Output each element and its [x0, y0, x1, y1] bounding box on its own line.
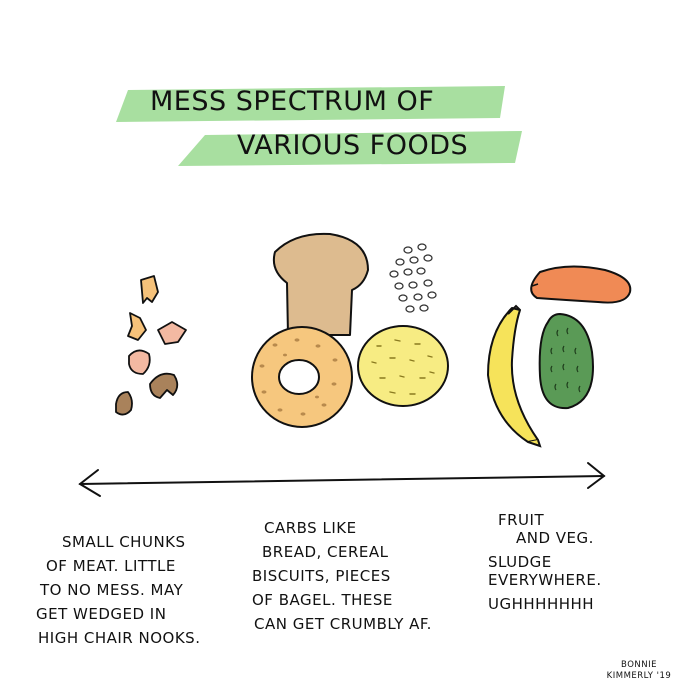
- carrot-mark: [531, 283, 539, 287]
- note-carbs: CARBS LIKE BREAD, CEREAL BISCUITS, PIECE…: [252, 516, 432, 636]
- meat-chunk: [115, 391, 133, 416]
- note-line: FRUIT: [498, 511, 545, 529]
- meat-chunk: [128, 349, 151, 375]
- bread-slice: [272, 232, 369, 336]
- note-meat: SMALL CHUNKS OF MEAT. LITTLE TO NO MESS.…: [36, 530, 201, 650]
- avocado: [538, 313, 594, 410]
- note-line: CARBS LIKE: [264, 519, 357, 537]
- bagel: [251, 326, 353, 428]
- note-line: AND VEG.: [516, 529, 594, 547]
- biscuit: [357, 325, 449, 407]
- note-line: GET WEDGED IN: [36, 605, 167, 623]
- note-fruit-veg: FRUIT AND VEG. SLUDGE EVERYWHERE. UGHHHH…: [488, 508, 602, 616]
- signature-line: BONNIE: [621, 660, 657, 670]
- signature: BONNIE KIMMERLY '19: [594, 660, 684, 682]
- note-line: BISCUITS, PIECES: [252, 567, 391, 585]
- note-line: SMALL CHUNKS: [62, 533, 186, 551]
- meat-chunk: [140, 275, 159, 304]
- banana: [487, 304, 542, 448]
- spectrum-arrow: [78, 462, 606, 497]
- title-line-1: MESS SPECTRUM OF: [150, 86, 435, 117]
- note-line: CAN GET CRUMBLY AF.: [254, 615, 432, 633]
- note-line: HIGH CHAIR NOOKS.: [38, 629, 201, 647]
- note-line: OF MEAT. LITTLE: [46, 557, 176, 575]
- meat-chunk: [149, 372, 179, 399]
- note-line: OF BAGEL. THESE: [252, 591, 393, 609]
- title-line-2: VARIOUS FOODS: [237, 130, 469, 161]
- meat-chunk: [157, 321, 187, 345]
- meat-chunk: [127, 312, 147, 341]
- meat-chunks: [115, 275, 187, 416]
- note-line: UGHHHHHHH: [488, 595, 595, 613]
- title-highlight-top: [116, 86, 505, 122]
- note-line: TO NO MESS. MAY: [40, 581, 184, 599]
- note-line: BREAD, CEREAL: [262, 543, 389, 561]
- note-line: EVERYWHERE.: [488, 571, 602, 589]
- cereal-pieces: [389, 243, 437, 313]
- title-highlight-bottom: [178, 131, 522, 166]
- note-line: SLUDGE: [488, 553, 552, 571]
- carrot: [530, 265, 632, 304]
- signature-line: KIMMERLY '19: [606, 671, 672, 681]
